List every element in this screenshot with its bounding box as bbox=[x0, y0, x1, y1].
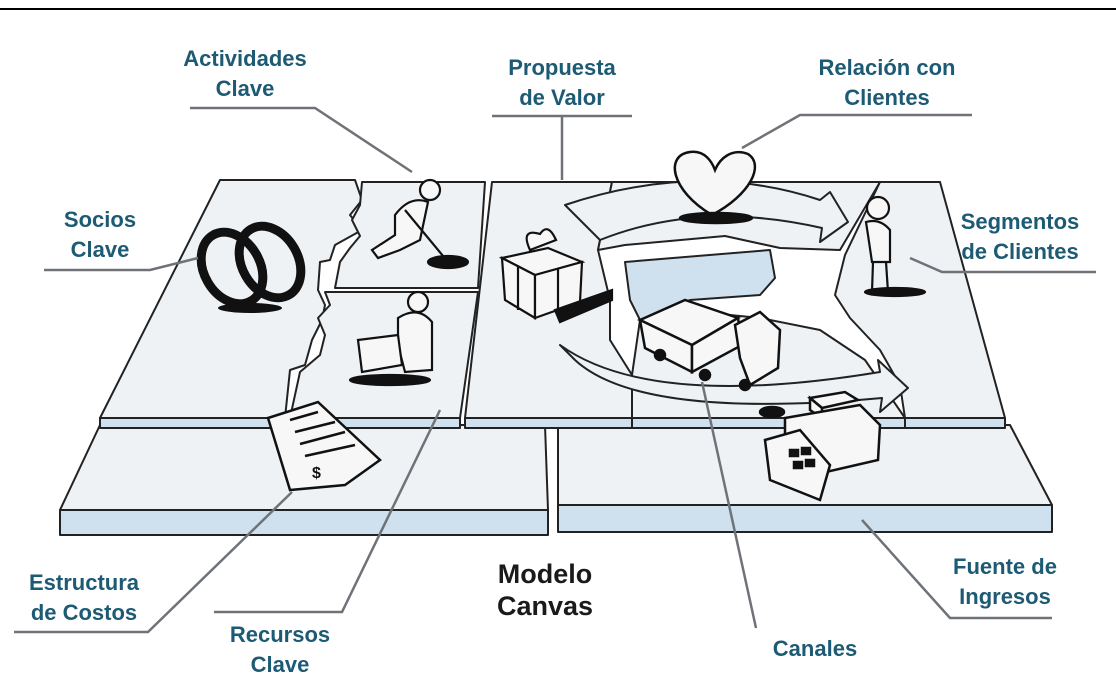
label-line: de Valor bbox=[519, 85, 605, 110]
cash-register-icon bbox=[758, 390, 882, 502]
label-line: Segmentos bbox=[960, 209, 1080, 234]
heart-icon bbox=[673, 150, 757, 225]
leader-estructura bbox=[14, 491, 293, 634]
label-line: Clave bbox=[215, 76, 275, 101]
label-segmentos-de-clientes: Segmentos de Clientes bbox=[930, 207, 1110, 267]
leader-socios bbox=[44, 256, 199, 272]
label-propuesta-de-valor: Propuesta de Valor bbox=[472, 53, 652, 113]
label-line: Recursos bbox=[229, 622, 331, 647]
chain-link-icon bbox=[196, 221, 306, 309]
label-relacion-con-clientes: Relación con Clientes bbox=[782, 53, 992, 113]
label-line: Clientes bbox=[844, 85, 930, 110]
leader-recursos bbox=[214, 409, 442, 614]
label-socios-clave: Socios Clave bbox=[30, 205, 170, 265]
page-title: Modelo Canvas bbox=[460, 558, 630, 622]
label-line: de Clientes bbox=[961, 239, 1079, 264]
worker-with-box-icon bbox=[348, 290, 434, 387]
label-canales: Canales bbox=[745, 634, 885, 664]
label-line: Estructura bbox=[28, 570, 140, 595]
leader-relacion bbox=[741, 113, 972, 150]
label-line: Clave bbox=[70, 237, 130, 262]
label-actividades-clave: Actividades Clave bbox=[155, 44, 335, 104]
center-opening bbox=[624, 249, 776, 321]
digging-worker-icon bbox=[370, 178, 470, 270]
title-line: Modelo bbox=[497, 559, 593, 589]
label-line: Clave bbox=[250, 652, 310, 677]
leader-segmentos bbox=[909, 256, 1096, 274]
label-line: de Costos bbox=[30, 600, 138, 625]
invoice-dollar-icon: $ bbox=[266, 400, 382, 492]
label-line: Relación con bbox=[818, 55, 956, 80]
leader-canales bbox=[700, 381, 758, 629]
leader-fuente bbox=[861, 519, 1052, 620]
delivery-truck-icon bbox=[637, 298, 782, 392]
label-line: Canales bbox=[772, 636, 858, 661]
leader-actividades bbox=[190, 106, 413, 174]
label-line: Fuente de bbox=[953, 554, 1057, 579]
label-line: Ingresos bbox=[959, 584, 1051, 609]
label-line: Actividades bbox=[183, 46, 307, 71]
chain-shadow bbox=[218, 303, 282, 313]
label-line: Propuesta bbox=[508, 55, 616, 80]
standing-person-icon bbox=[863, 195, 927, 298]
gift-box-icon bbox=[498, 228, 614, 324]
title-line: Canvas bbox=[496, 591, 594, 621]
label-estructura-de-costos: Estructura de Costos bbox=[2, 568, 166, 628]
label-recursos-clave: Recursos Clave bbox=[200, 620, 360, 680]
label-line: Socios bbox=[63, 207, 137, 232]
label-fuente-de-ingresos: Fuente de Ingresos bbox=[920, 552, 1090, 612]
svg-text:$: $ bbox=[312, 465, 321, 482]
